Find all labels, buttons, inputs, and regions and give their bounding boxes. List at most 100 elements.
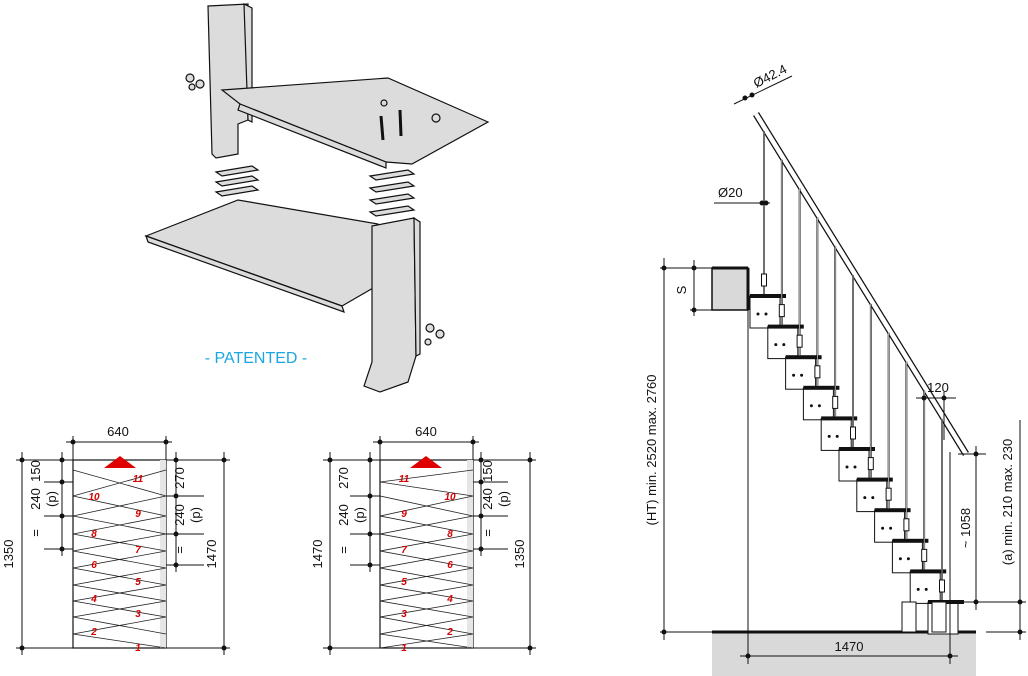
tread-line (910, 569, 947, 574)
total-length-dimension: 1350 (512, 540, 527, 569)
tread-line (803, 385, 840, 390)
lower-bracket-side (413, 216, 421, 357)
bottom-post (901, 601, 917, 633)
tread-zigzag-2 (379, 495, 474, 649)
upper-bracket (207, 3, 249, 159)
pitch-label: (p) (352, 507, 367, 523)
nut (380, 99, 388, 107)
spacer-stack-left (214, 165, 260, 197)
baluster-fitting (796, 334, 803, 348)
lower-tread-edge (145, 235, 345, 313)
tread-dimension: 150 (480, 460, 495, 482)
upper-tread-edge (237, 103, 387, 169)
height-dimension: (HT) min. 2520 max. 2760 (644, 374, 659, 525)
exploded-step-view: - PATENTED - (144, 3, 490, 393)
step-number: 7 (135, 545, 141, 556)
step-block (856, 479, 888, 513)
patent-label: - PATENTED - (205, 350, 308, 367)
tread-line (856, 477, 893, 482)
baluster-fitting (850, 426, 856, 440)
tread-dimension: 240 (480, 488, 495, 510)
bolt-dot (817, 404, 821, 408)
total-length-dimension: 1470 (204, 540, 219, 569)
spacer-stack-right (368, 169, 416, 217)
tread-dimension: 270 (336, 467, 351, 489)
bolt-dot (845, 465, 849, 469)
lower-bracket (363, 217, 417, 393)
tread-line (892, 538, 929, 543)
step-block (802, 387, 834, 421)
baluster-diameter-label: Ø20 (718, 185, 743, 200)
tread-line (839, 447, 875, 451)
floor (712, 632, 976, 676)
baluster-fitting (885, 487, 892, 501)
bolt-dot (809, 404, 813, 408)
step-number: 10 (444, 492, 456, 503)
arrow-up-icon (410, 456, 442, 468)
bolt-dot (792, 373, 796, 377)
arrow-up-icon (104, 456, 136, 468)
bolt-dot (756, 312, 760, 316)
upper-slab (711, 267, 749, 311)
baluster-fitting (939, 579, 945, 593)
bolt (398, 109, 403, 137)
nut (195, 79, 205, 89)
step-number: 5 (135, 577, 141, 588)
bolt-dot (782, 343, 786, 347)
base-length-label: 1470 (835, 639, 864, 654)
tread-line (874, 508, 911, 513)
step-block (820, 417, 852, 451)
bolt-dot (889, 526, 893, 530)
step-block (891, 540, 923, 574)
plan-shade (160, 460, 166, 648)
step-number: 2 (90, 627, 97, 638)
step-number: 11 (399, 474, 410, 485)
tread-line (767, 324, 804, 329)
step-number: 9 (401, 509, 407, 520)
stair-steps (749, 130, 964, 635)
tread-zigzag (72, 469, 167, 649)
step-block (909, 570, 941, 604)
step-number: 10 (88, 492, 100, 503)
step-number: 4 (90, 594, 97, 605)
bolt-dot (906, 557, 910, 561)
bolt-dot (800, 373, 804, 377)
elevation-view: Ø42.4 Ø20 S (HT) min. 2520 max. 2760 120… (644, 61, 1026, 676)
tread-dimension: 150 (28, 460, 43, 482)
bolt-dot (898, 557, 902, 561)
step-number: 7 (401, 545, 407, 556)
bolt-dot (871, 496, 875, 500)
total-length-dimension: 1350 (1, 540, 16, 569)
bolt-dot (764, 312, 768, 316)
baluster-fitting (832, 395, 839, 409)
step-number: 9 (135, 509, 141, 520)
pitch-label: (p) (496, 491, 511, 507)
bolt-dot (863, 496, 867, 500)
tread-dimension: 270 (172, 467, 187, 489)
step-block (749, 295, 781, 329)
bolt-dot (835, 434, 839, 438)
nut (188, 83, 196, 91)
step-number: 4 (446, 594, 453, 605)
pitch-label: (p) (188, 507, 203, 523)
bolt-dot (916, 587, 920, 591)
step-number: 3 (401, 609, 407, 620)
tread-line (821, 416, 858, 421)
plan-shade (467, 460, 473, 648)
nut (424, 338, 432, 346)
step-number: 11 (133, 474, 144, 485)
pitch-label: (p) (44, 491, 59, 507)
tread-line (750, 294, 786, 298)
step-block (785, 356, 817, 390)
bolt-dot (853, 465, 857, 469)
nut (431, 113, 441, 123)
step-number: 1 (135, 643, 141, 654)
equal-label: = (28, 529, 43, 537)
bottom-post (931, 601, 947, 633)
equal-label: = (336, 546, 351, 554)
handrail-height-label: ~ 1058 (958, 508, 973, 548)
bolt-dot (881, 526, 885, 530)
baluster-fitting (867, 457, 874, 471)
total-length-dimension: 1470 (310, 540, 325, 569)
step-number: 8 (91, 529, 97, 540)
